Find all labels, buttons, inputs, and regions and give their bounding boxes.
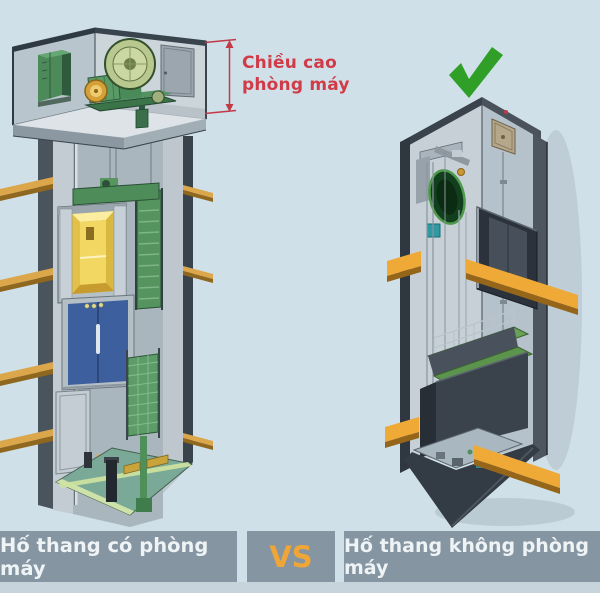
tension-sheave — [146, 454, 169, 469]
elevator-with-machine-room — [0, 27, 237, 527]
label-vs: VS — [247, 531, 335, 582]
car-door-panel-left — [59, 208, 73, 302]
car-crosshead-beam — [72, 178, 160, 206]
annotation-line1: Chiều cao — [242, 53, 337, 73]
traction-machine — [84, 38, 177, 129]
car-body — [436, 352, 528, 452]
governor — [135, 108, 149, 129]
elevator-without-machine-room — [385, 47, 582, 528]
control-cabinet — [38, 50, 71, 107]
door-indicator-light — [84, 303, 90, 309]
right-label-text: Hố thang không phòng máy — [344, 534, 590, 579]
car-buffer — [106, 460, 117, 502]
landing-door — [61, 294, 135, 391]
left-label-text: Hố thang có phòng máy — [0, 533, 209, 580]
annotation-line2: phòng máy — [242, 75, 350, 95]
elevator-car — [57, 202, 127, 304]
machine-room-door — [160, 44, 195, 98]
machine-room-height-annotation: Chiều cao phòng máy — [242, 52, 362, 96]
car-right-tower — [420, 309, 534, 458]
machine-room — [12, 27, 207, 150]
car-panel — [86, 227, 94, 240]
label-elevator-with-machine-room: Hố thang có phòng máy — [0, 531, 237, 582]
dimension-bracket-icon — [204, 38, 237, 115]
car-door-panel-right — [113, 205, 127, 299]
counterweight-screen — [126, 348, 160, 440]
footer-strip — [0, 582, 600, 593]
vs-text: VS — [269, 539, 313, 574]
floor-slabs-left-tower — [0, 177, 213, 453]
car-roof-railing — [433, 309, 515, 357]
check-icon — [449, 47, 503, 98]
floor-slabs-right-tower — [385, 251, 578, 494]
controller-box — [491, 118, 516, 155]
elevator-pit — [54, 436, 194, 516]
counterweight — [135, 188, 163, 310]
label-elevator-without-machine-room: Hố thang không phòng máy — [344, 531, 600, 582]
comparison-footer: Hố thang có phòng máy VS Hố thang không … — [0, 531, 600, 582]
